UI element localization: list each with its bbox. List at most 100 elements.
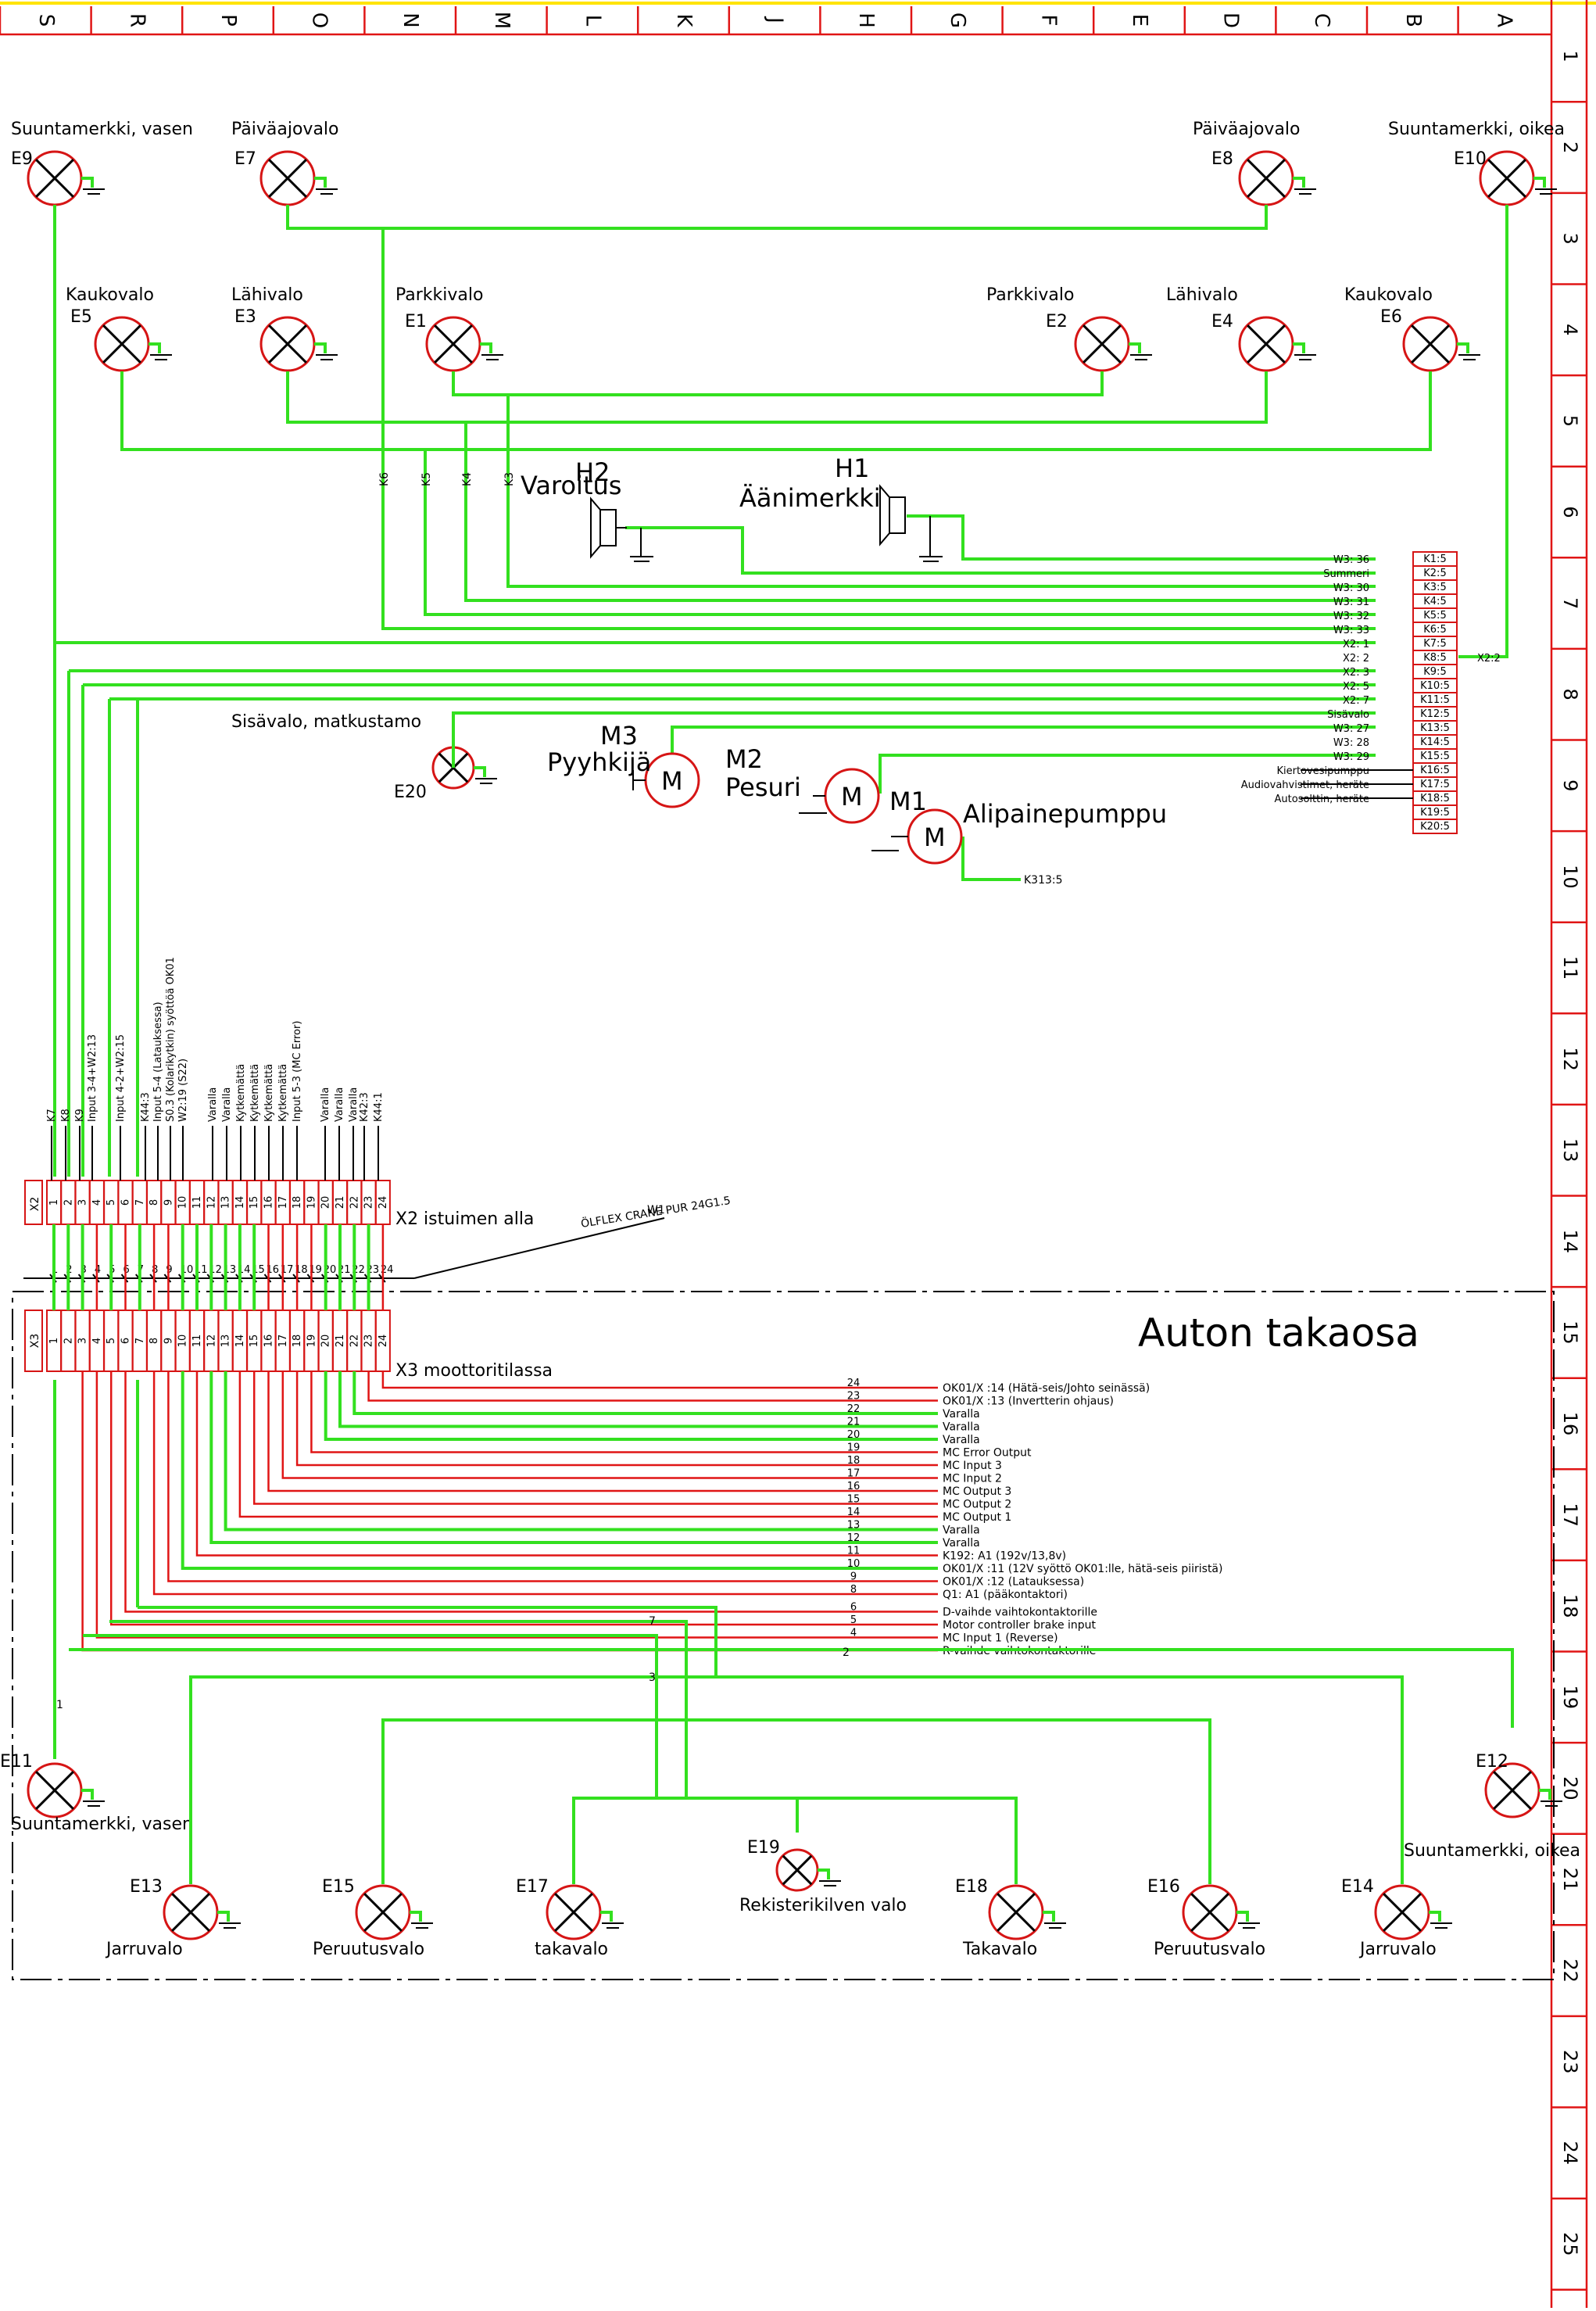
lamp-E7-label: Päiväajovalo (231, 120, 339, 139)
x2-pin: 4 (91, 1199, 103, 1206)
lamp-E8-id: E8 (1211, 149, 1233, 169)
x3-output-desc: Q1: A1 (pääkontaktori) (943, 1589, 1068, 1601)
x3-output-num: 21 (847, 1417, 861, 1428)
k-row-source: X2: 1 (1343, 639, 1369, 650)
k-row-source: Audiovahvistimet, heräte (1241, 779, 1369, 791)
k-row-source: W3: 36 (1333, 554, 1369, 566)
ruler-col-C: C (1310, 13, 1333, 27)
k-row: K20:5 (1412, 819, 1458, 834)
motor-M1-label: Alipainepumppu (963, 799, 1167, 829)
lamp-E1-label: Parkkivalo (395, 285, 483, 305)
x3-output-desc: OK01/X :11 (12V syöttö OK01:lle, hätä-se… (943, 1563, 1222, 1575)
ruler-col-N: N (399, 13, 422, 27)
x3-output-num: 20 (847, 1429, 861, 1441)
x2-pin-label: Varalla (207, 1087, 219, 1122)
motor-M3: M M3 Pyyhkijä (547, 721, 700, 808)
x3-pin: 15 (249, 1335, 260, 1348)
lamp-E16-id: E16 (1147, 1877, 1180, 1897)
ruler-col-G: G (946, 13, 969, 28)
x3-output-desc: MC Output 1 (943, 1511, 1011, 1524)
lamp-E12-id: E12 (1476, 1752, 1508, 1772)
x2-pin-label: Kytkemättä (263, 1064, 275, 1122)
horn-H1-label: Äänimerkki (739, 483, 881, 513)
x2-pin-label: Varalla (221, 1087, 233, 1122)
x2-pin: 7 (134, 1199, 146, 1206)
lamp-E10-label: Suuntamerkki, oikea (1388, 120, 1565, 139)
lamp-E18-label: Takavalo (962, 1940, 1037, 1959)
motor-M2-id: M2 (725, 744, 763, 774)
motor-M3-label: Pyyhkijä (547, 747, 651, 777)
lamp-E6-id: E6 (1380, 307, 1402, 327)
ruler-row-2: 2 (1559, 142, 1581, 153)
x2-pin: 20 (320, 1196, 332, 1209)
lamp-E13-id: E13 (130, 1877, 163, 1897)
x3-output-desc: Motor controller brake input (943, 1619, 1097, 1632)
motor-M3-symbol: M (661, 766, 683, 796)
x3-pin: 23 (363, 1335, 375, 1348)
ruler-row-18: 18 (1559, 1594, 1581, 1618)
x3-pin: 1 (48, 1338, 60, 1344)
x3-pin: 10 (177, 1335, 189, 1348)
lamp-E12-label: Suuntamerkki, oikea (1404, 1841, 1580, 1861)
motor-M1-symbol: M (924, 822, 946, 852)
horn-H2: H2 Varoitus (521, 457, 653, 562)
ruler-col-H: H (854, 13, 878, 28)
x2-pin-label: Input 3-4+W2:13 (87, 1034, 98, 1122)
k-row-source: W3: 31 (1333, 597, 1369, 608)
x3-output-desc: MC Input 2 (943, 1473, 1002, 1485)
w1-cable: ÖLFLEX CRANE PUR 24G1.5 (580, 1193, 732, 1231)
k-row-source: Kiertovesipumppu (1276, 765, 1369, 777)
k-row-source: X2: 3 (1343, 667, 1369, 679)
x2-pin: 2 (63, 1199, 74, 1206)
k-row: K19:5 (1412, 804, 1458, 820)
x2-pin: 1 (48, 1199, 60, 1206)
x2-pin-label: Kytkemättä (249, 1064, 261, 1122)
ruler-row-8: 8 (1559, 689, 1581, 700)
x3-output-desc: Varalla (943, 1408, 980, 1421)
horn-H2-id: H2 (575, 457, 610, 487)
k-row-box: K2:5 (1423, 568, 1446, 579)
lamp-E2-label: Parkkivalo (986, 285, 1074, 305)
k-row-source: W3: 32 (1333, 611, 1369, 622)
k-row-box: K3:5 (1423, 582, 1446, 593)
x3-output-num: 10 (847, 1558, 861, 1570)
lamp-E17-id: E17 (516, 1877, 549, 1897)
x3-pin: 24 (378, 1335, 389, 1348)
x3-output-num: 19 (847, 1442, 861, 1454)
ruler-row-22: 22 (1559, 1958, 1581, 1983)
k-row: K11:5X2: 7 (1343, 692, 1458, 708)
lamp-E9-id: E9 (11, 149, 33, 169)
x2-pin-label: Input 5-3 (MC Error) (292, 1021, 303, 1122)
ruler-row-15: 15 (1559, 1320, 1581, 1345)
x3-output-num: 22 (847, 1403, 861, 1415)
x3-pin: 5 (106, 1338, 117, 1344)
k-row-source: W3: 33 (1333, 625, 1369, 636)
k-row: K4:5W3: 31 (1333, 593, 1458, 609)
lamp-E5-id: E5 (70, 307, 92, 327)
x3-output-num: 17 (847, 1468, 861, 1480)
k-row-box: K10:5 (1420, 680, 1450, 692)
ruler-row-16: 16 (1559, 1412, 1581, 1436)
x3-pin: 2 (63, 1338, 74, 1344)
lamp-E11-id: E11 (0, 1752, 33, 1772)
lamp-E9-label: Suuntamerkki, vasen (11, 120, 193, 139)
x2-pin: 10 (177, 1196, 189, 1209)
x3-output-desc: OK01/X :12 (Latauksessa) (943, 1576, 1084, 1589)
